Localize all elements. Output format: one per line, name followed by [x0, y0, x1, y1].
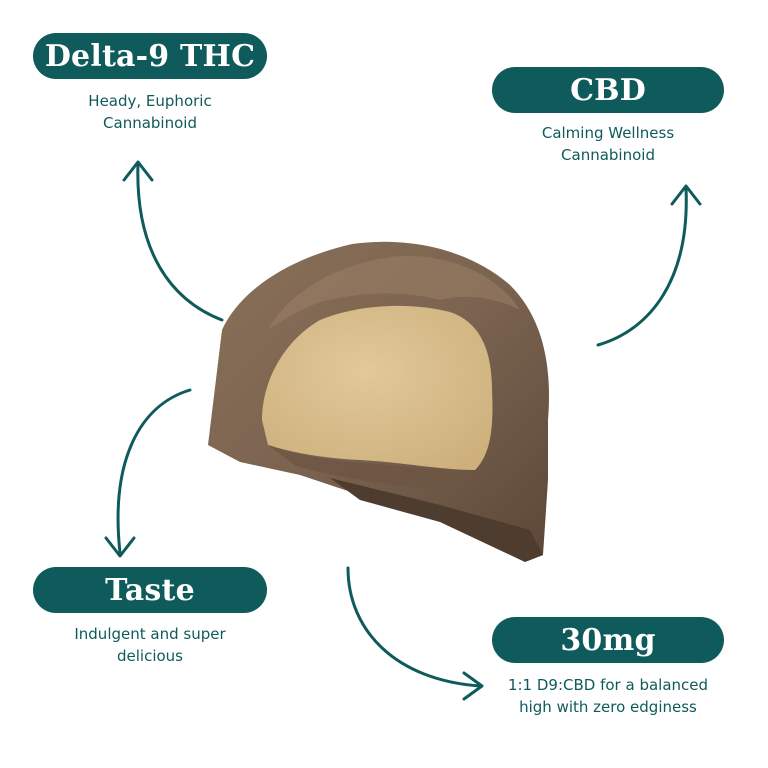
arrow-to-thc-icon [122, 160, 224, 322]
cbd-description: Calming Wellness Cannabinoid [541, 124, 675, 164]
filling [262, 305, 493, 470]
taste-description: Indulgent and super delicious [74, 625, 226, 665]
arrow-to-cbd-icon [596, 184, 702, 347]
dose-description: 1:1 D9:CBD for a balanced high with zero… [507, 676, 709, 716]
cbd-title-badge: CBD [492, 67, 724, 113]
shell-ridge [268, 445, 478, 489]
dose-title-badge: 30mg [492, 617, 724, 663]
arrow-to-dose-icon [346, 566, 484, 701]
shell-base [330, 478, 543, 562]
taste-title-badge: Taste [33, 567, 267, 613]
thc-description: Heady, Euphoric Cannabinoid [88, 92, 212, 132]
thc-title-badge: Delta-9 THC [33, 33, 267, 79]
shell-highlight [268, 255, 520, 330]
arrow-to-taste-icon [104, 388, 192, 558]
